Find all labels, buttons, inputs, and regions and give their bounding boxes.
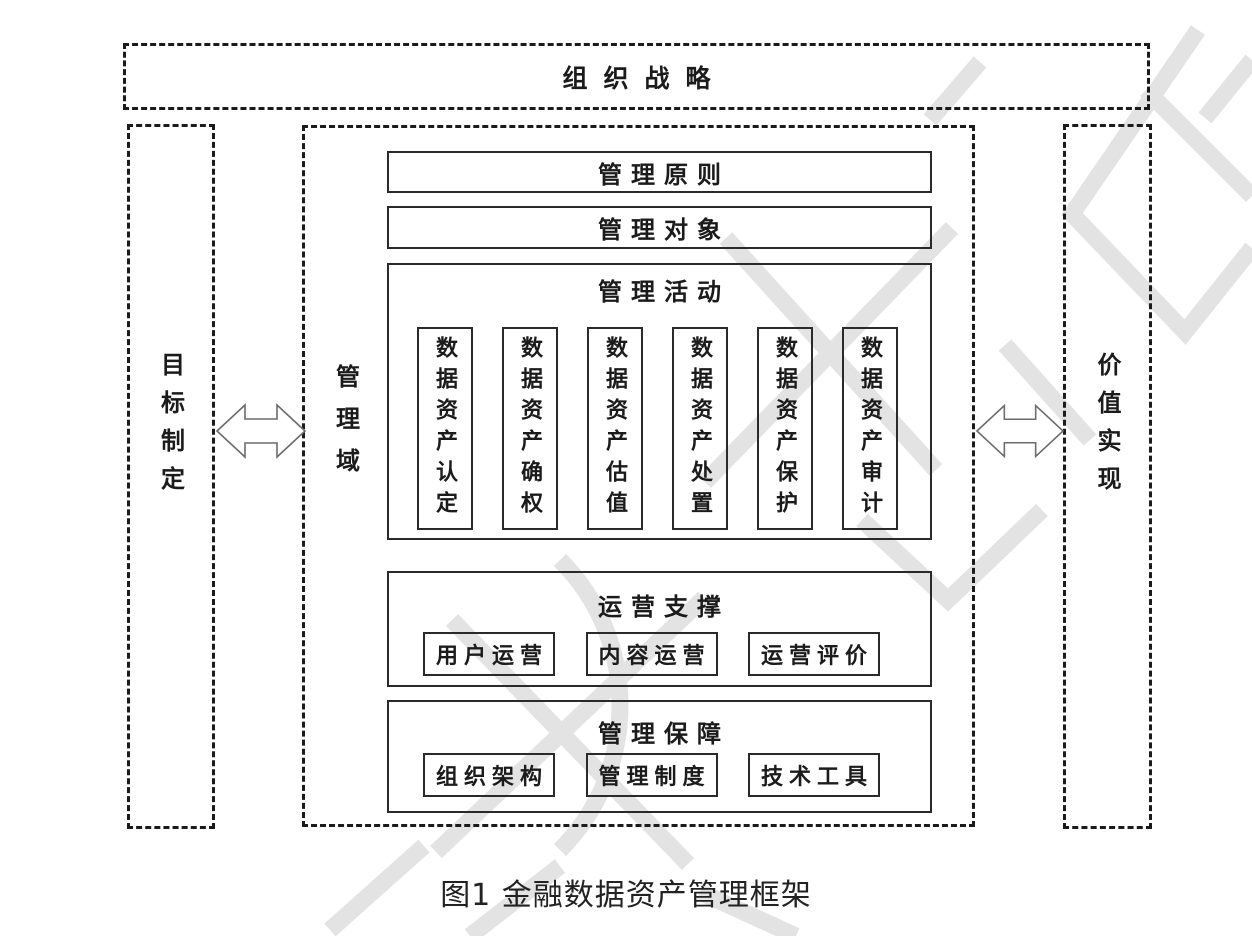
management-objects-label: 管理对象: [598, 215, 730, 244]
operations-row: 用户运营 内容运营 运营评价: [423, 632, 880, 676]
activities-row: 数据资产认定 数据资产确权 数据资产估值 数据资产处置 数据资产保护 数据资产审…: [417, 327, 898, 530]
organization-structure-box: 组织架构: [423, 753, 555, 797]
goal-setting-box: 目标制定: [127, 124, 215, 829]
management-principles-label: 管理原则: [598, 159, 730, 189]
organization-strategy-box: 组织战略: [123, 43, 1150, 110]
management-activities-box: 管理活动 数据资产认定 数据资产确权 数据资产估值 数据资产处置 数据资产保护: [387, 263, 932, 540]
activity-box-disposal: 数据资产处置: [672, 327, 728, 530]
activity-box-identification: 数据资产认定: [417, 327, 473, 530]
figure-caption: 图1 金融数据资产管理框架: [440, 878, 812, 913]
left-double-arrow-icon: [215, 403, 307, 459]
value-realization-box: 价值实现: [1063, 124, 1152, 829]
goal-setting-label: 目标制定: [156, 351, 186, 504]
operations-support-title: 运营支撑: [598, 592, 730, 621]
management-domain-box: 管理域 管理原则 管理对象 管理活动 数据资产认定 数据资产确权 数据资产估值: [302, 125, 975, 827]
value-realization-label: 价值实现: [1093, 351, 1122, 504]
operations-support-box: 运营支撑 用户运营 内容运营 运营评价: [387, 571, 932, 687]
activity-box-valuation: 数据资产估值: [587, 327, 643, 530]
activity-box-rights-confirmation: 数据资产确权: [502, 327, 558, 530]
management-safeguards-title: 管理保障: [598, 719, 730, 748]
management-objects-box: 管理对象: [387, 206, 932, 249]
user-operations-box: 用户运营: [423, 632, 555, 676]
technical-tools-box: 技术工具: [748, 753, 880, 797]
management-system-box: 管理制度: [585, 753, 718, 797]
operations-evaluation-box: 运营评价: [748, 632, 880, 676]
activity-box-audit: 数据资产审计: [842, 327, 898, 530]
management-activities-title: 管理活动: [598, 277, 730, 306]
management-domain-label: 管理域: [331, 364, 361, 491]
safeguards-row: 组织架构 管理制度 技术工具: [423, 753, 880, 797]
content-operations-box: 内容运营: [585, 632, 718, 676]
organization-strategy-label: 组织战略: [562, 63, 727, 93]
activity-box-protection: 数据资产保护: [757, 327, 813, 530]
management-safeguards-box: 管理保障 组织架构 管理制度 技术工具: [387, 700, 932, 813]
management-principles-box: 管理原则: [387, 151, 932, 193]
right-double-arrow-icon: [975, 403, 1065, 459]
